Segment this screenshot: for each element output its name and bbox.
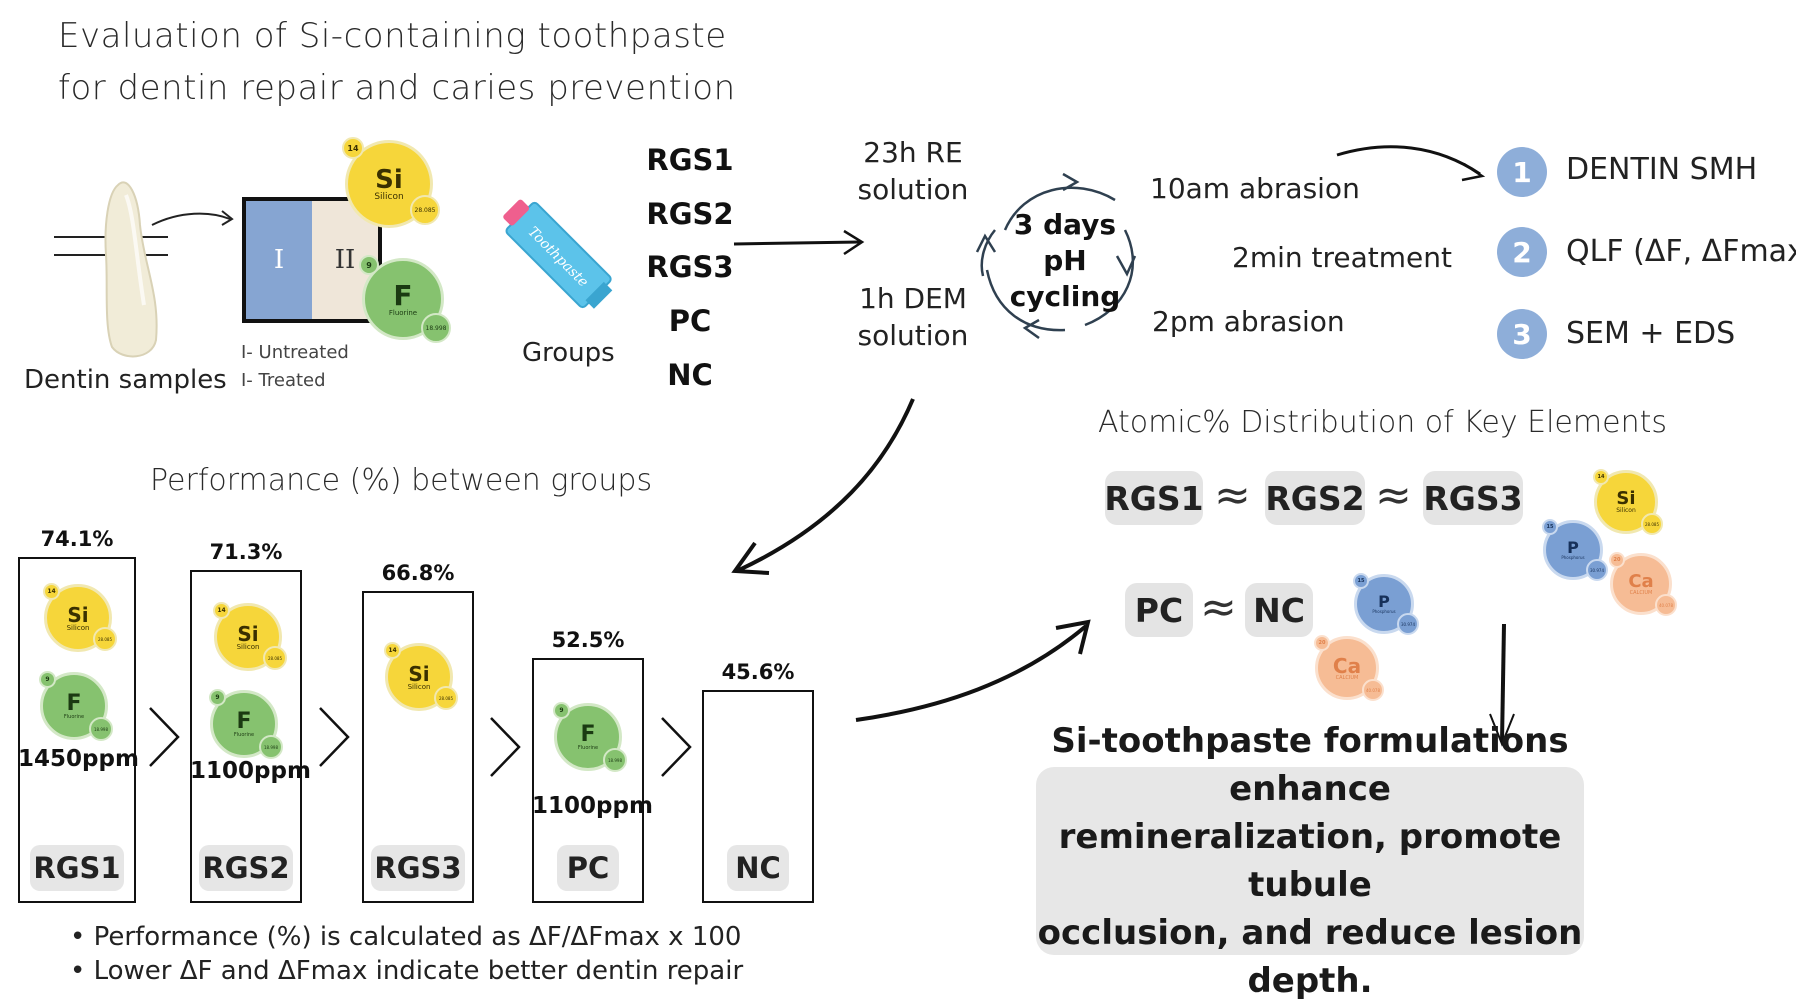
bar-group-tag: PC xyxy=(557,845,619,891)
atomic-phosphorus-icon: P Phosphorus 15 30.974 xyxy=(1542,519,1608,581)
group-list-nc: NC xyxy=(667,358,713,392)
bar-value-label: 66.8% xyxy=(381,561,455,585)
arrow-to-outcomes xyxy=(1336,145,1486,182)
bar-group-tag: RGS1 xyxy=(30,845,124,891)
dentin-samples-caption: Dentin samples xyxy=(24,365,227,395)
atomic-title: Atomic% Distribution of Key Elements xyxy=(1098,405,1667,440)
atomic-pill-pc: PC xyxy=(1125,583,1193,637)
greater-than-chevron-3 xyxy=(490,717,521,777)
bar-rgs1-fluorine-icon: F Fluorine 9 18.998 xyxy=(39,671,113,741)
note-1: • Performance (%) is calculated as ΔF/ΔF… xyxy=(70,922,741,952)
group-list-pc: PC xyxy=(668,304,712,338)
page-title: Evaluation of Si-containing toothpaste f… xyxy=(58,10,736,114)
step-2min-treatment: 2min treatment xyxy=(1232,241,1452,274)
step-10am-abrasion: 10am abrasion xyxy=(1150,172,1360,205)
approx-symbol-1: ≈ xyxy=(1214,470,1251,521)
approx-symbol-2: ≈ xyxy=(1375,470,1412,521)
group-list-rgs1: RGS1 xyxy=(646,143,734,177)
arrow-to-atomic xyxy=(855,619,1091,722)
fluoride-ppm-label: 1100ppm xyxy=(532,793,653,819)
conclusion-line-1: Si-toothpaste formulations enhance xyxy=(1051,721,1569,809)
fluoride-ppm-label: 1100ppm xyxy=(190,758,311,784)
arrow-to-conclusion xyxy=(1489,623,1515,747)
note-2-text: Lower ΔF and ΔFmax indicate better denti… xyxy=(93,956,744,986)
legend-treated: I- Treated xyxy=(241,370,326,391)
greater-than-chevron-1 xyxy=(149,707,180,767)
cycle-arrows-icon xyxy=(975,172,1137,340)
outcome-qlf: QLF (ΔF, ΔFmax) xyxy=(1566,234,1796,269)
bar-group-tag: RGS2 xyxy=(199,845,293,891)
outcome-number-3: 3 xyxy=(1497,309,1547,359)
atomic-pc-calcium-icon: Ca CALCIUM 20 40.078 xyxy=(1314,635,1384,701)
arrow-to-sample xyxy=(151,210,234,226)
silicon-element-icon: Si Silicon 14 28.085 xyxy=(342,137,440,228)
bar-value-label: 45.6% xyxy=(721,660,795,684)
bar-value-label: 74.1% xyxy=(40,527,114,551)
toothpaste-tube-icon: Toothpaste xyxy=(503,199,613,309)
atomic-pill-nc: NC xyxy=(1245,583,1313,637)
bar-group-tag: NC xyxy=(727,845,789,891)
greater-than-chevron-4 xyxy=(661,717,692,777)
fluoride-ppm-label: 1450ppm xyxy=(18,746,139,772)
title-line-1: Evaluation of Si-containing toothpaste xyxy=(58,16,727,56)
arrow-to-cycling xyxy=(733,229,865,256)
bar-rgs1-silicon-icon: Si Silicon 14 28.085 xyxy=(43,583,117,652)
outcome-number-2: 2 xyxy=(1497,227,1547,277)
bullet-icon: • xyxy=(70,922,94,952)
bar-value-label: 71.3% xyxy=(209,540,283,564)
approx-symbol-3: ≈ xyxy=(1200,582,1237,633)
note-2: • Lower ΔF and ΔFmax indicate better den… xyxy=(70,956,743,986)
conclusion-line-3: occlusion, and reduce lesion depth. xyxy=(1037,913,1583,1001)
greater-than-chevron-2 xyxy=(319,707,350,767)
bullet-icon: • xyxy=(70,956,94,986)
outcome-sem-eds: SEM + EDS xyxy=(1566,316,1736,351)
atomic-silicon-icon: Si Silicon 14 28.085 xyxy=(1593,469,1663,535)
conclusion-line-2: remineralization, promote tubule xyxy=(1058,817,1562,905)
step-2pm-abrasion: 2pm abrasion xyxy=(1152,305,1345,338)
atomic-pill-rgs3: RGS3 xyxy=(1423,471,1523,525)
fluorine-element-icon: F Fluorine 9 18.998 xyxy=(359,255,451,343)
sample-block: I II xyxy=(242,197,382,323)
bar-rgs3-silicon-icon: Si Silicon 14 28.085 xyxy=(384,642,458,711)
outcome-number-1: 1 xyxy=(1497,147,1547,197)
title-line-2: for dentin repair and caries prevention xyxy=(58,68,736,108)
atomic-calcium-icon: Ca CALCIUM 20 40.078 xyxy=(1609,552,1677,616)
bar-pc-fluorine-icon: F Fluorine 9 18.998 xyxy=(553,702,627,772)
bar-group-tag: RGS3 xyxy=(371,845,465,891)
atomic-pill-rgs1: RGS1 xyxy=(1104,471,1204,525)
arrow-to-performance xyxy=(731,398,915,575)
legend-untreated: I- Untreated xyxy=(241,342,349,363)
conclusion-box: Si-toothpaste formulations enhance remin… xyxy=(1036,721,1584,1001)
region-untreated: I xyxy=(246,201,312,319)
bar-value-label: 52.5% xyxy=(551,628,625,652)
groups-caption: Groups xyxy=(522,338,615,368)
group-list-rgs2: RGS2 xyxy=(646,197,734,231)
atomic-pc-phosphorus-icon: P Phosphorus 15 30.974 xyxy=(1353,573,1419,635)
bar-rgs2-fluorine-icon: F Fluorine 9 18.998 xyxy=(209,689,283,759)
atomic-pill-rgs2: RGS2 xyxy=(1265,471,1365,525)
dentin-tooth-illustration xyxy=(54,181,168,358)
note-1-text: Performance (%) is calculated as ΔF/ΔFma… xyxy=(93,922,742,952)
outcome-dentin-smh: DENTIN SMH xyxy=(1566,152,1758,187)
group-list-rgs3: RGS3 xyxy=(646,250,734,284)
bar-rgs2-silicon-icon: Si Silicon 14 28.085 xyxy=(213,602,287,671)
performance-title: Performance (%) between groups xyxy=(150,463,653,498)
